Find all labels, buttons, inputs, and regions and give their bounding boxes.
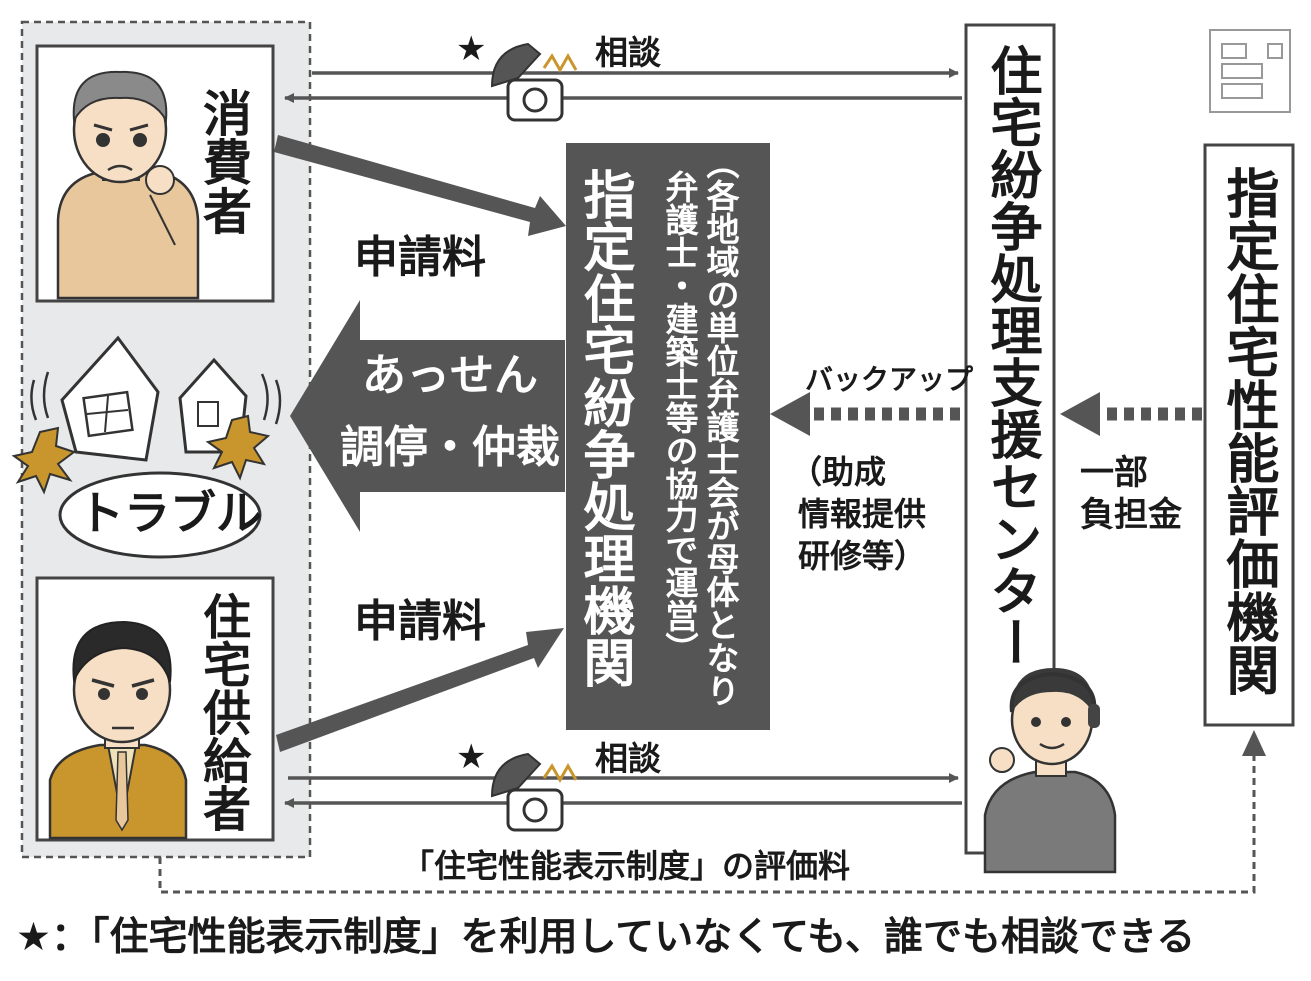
star-bottom: ★ <box>456 737 487 777</box>
supplier-label: 住宅供給者 <box>194 592 251 832</box>
support-label-3: 研修等） <box>798 537 927 575</box>
share-label-1: 一部 <box>1080 453 1148 493</box>
evaluator-box <box>1203 143 1295 727</box>
share-arrow-head <box>1060 392 1100 436</box>
mediation-label-1: あっせん <box>362 350 538 401</box>
consult-label-top: 相談 <box>595 33 661 72</box>
supplier-illustration <box>48 620 188 840</box>
trouble-label: トラブル <box>78 486 262 540</box>
backup-label: バックアップ <box>805 363 974 396</box>
fee-label-bottom: 申請料 <box>354 596 486 647</box>
phone-icon-bottom <box>490 752 578 832</box>
operator-illustration <box>983 668 1117 874</box>
eval-fee-route <box>158 752 1256 894</box>
support-label-1: （助成 <box>790 453 887 491</box>
mediation-label-2: 調停・仲裁 <box>340 422 560 473</box>
organ-title: 指定住宅紛争処理機関 <box>574 168 634 688</box>
organ-box <box>566 143 770 730</box>
organ-note-1: （各地域の単位弁護士会が母体となり <box>701 146 740 707</box>
footnote: ★：「住宅性能表示制度」を利用していなくても、誰でも相談できる <box>16 915 1196 960</box>
fee-arrow-bottom <box>276 628 564 752</box>
share-label-2: 負担金 <box>1080 495 1182 535</box>
center-title: 住宅紛争処理支援センター <box>981 44 1041 668</box>
consult-label-bottom: 相談 <box>595 739 661 778</box>
consumer-illustration <box>56 70 200 300</box>
consumer-label: 消費者 <box>195 88 252 235</box>
evaluator-title: 指定住宅性能評価機関 <box>1218 166 1279 696</box>
fee-arrow-top <box>274 135 566 236</box>
eval-fee-label: 「住宅性能表示制度」の評価料 <box>398 850 855 882</box>
document-icon <box>1209 29 1291 113</box>
support-label-2: 情報提供 <box>798 495 927 533</box>
eval-fee-arrow-head <box>1242 730 1266 756</box>
mediation-arrow <box>290 300 565 532</box>
trouble-illustration <box>11 335 282 559</box>
star-top: ★ <box>456 29 487 69</box>
phone-icon-top <box>490 42 578 122</box>
fee-label-top: 申請料 <box>354 232 486 283</box>
backup-arrow-head <box>770 392 810 436</box>
organ-note-2: 弁護士・建築士等の協力で運営） <box>660 170 699 665</box>
